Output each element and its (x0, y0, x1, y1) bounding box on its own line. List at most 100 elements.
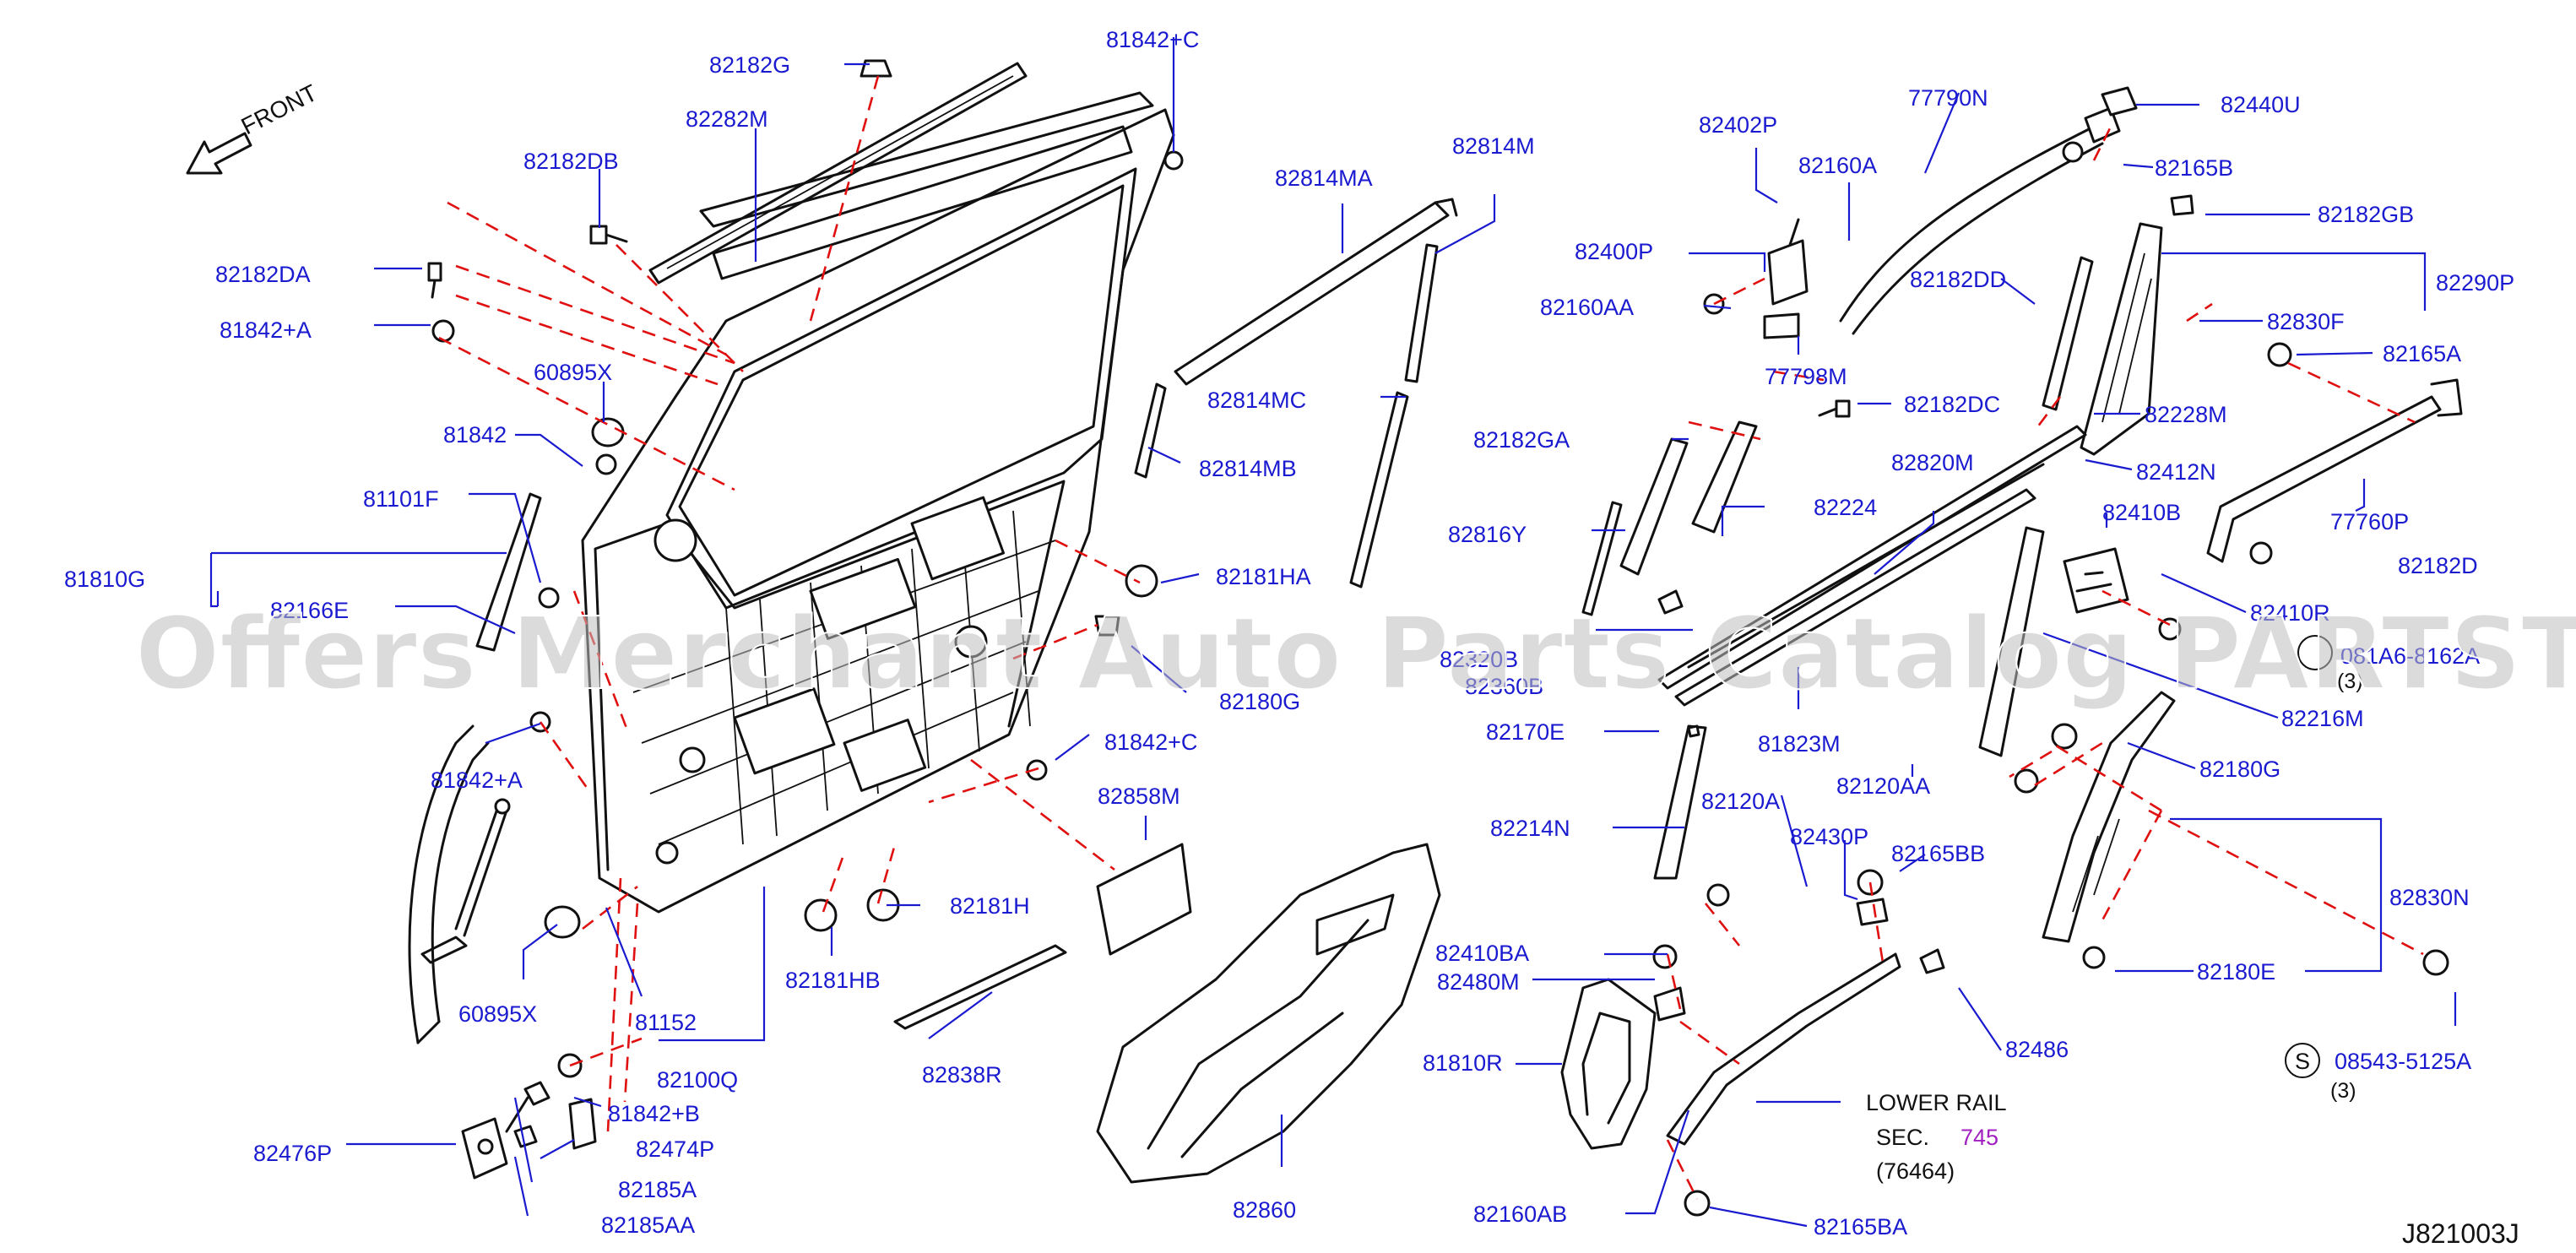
part-label[interactable]: 82182DD (1910, 267, 2006, 292)
part-label[interactable]: 82170E (1486, 719, 1565, 745)
part-label[interactable]: 81810G (64, 567, 145, 592)
small-fasteners-right (1687, 141, 2449, 976)
bolt-qty: (3) (2337, 670, 2363, 693)
part-label[interactable]: 82282M (686, 106, 768, 132)
part-label[interactable]: 81810R (1423, 1050, 1503, 1076)
part-label[interactable]: 77760P (2330, 509, 2409, 534)
part-label[interactable]: 82320B (1440, 647, 1518, 672)
circled-letter: S (2295, 1049, 2310, 1074)
lower-rail-note: LOWER RAIL SEC. 745 (76464) (1866, 1090, 2007, 1184)
part-label[interactable]: 82182D (2398, 553, 2478, 578)
part-label[interactable]: 82400P (1575, 239, 1653, 264)
part-label[interactable]: 82440U (2221, 92, 2301, 117)
part-label[interactable]: 82180G (1219, 689, 1300, 714)
part-label[interactable]: 82182DB (523, 149, 619, 174)
part-label[interactable]: 82860 (1233, 1197, 1296, 1223)
part-label[interactable]: 82814M (1452, 133, 1535, 159)
lower-sash-strip (1653, 526, 2045, 880)
part-label[interactable]: 82290P (2436, 270, 2514, 296)
belt-moulding (1657, 425, 2087, 707)
part-label[interactable]: 82830F (2267, 309, 2345, 334)
part-label[interactable]: 82182DA (215, 262, 311, 287)
rear-door-panel (581, 91, 1175, 914)
part-label[interactable]: 82216M (2281, 706, 2364, 731)
part-label[interactable]: 82165BA (1814, 1214, 1907, 1239)
part-label[interactable]: 82476P (253, 1141, 332, 1166)
part-label[interactable]: 82814MB (1199, 456, 1297, 481)
part-label[interactable]: 82814MC (1207, 388, 1306, 413)
part-label[interactable]: 82814MA (1275, 165, 1373, 191)
part-label[interactable]: 82165B (2155, 155, 2233, 181)
part-label[interactable]: 81842+C (1106, 27, 1199, 52)
part-label[interactable]: 82224 (1814, 495, 1877, 520)
assembly-lines (438, 75, 2424, 1200)
part-label[interactable]: 82838R (922, 1062, 1002, 1088)
part-label[interactable]: 60895X (534, 360, 612, 385)
small-fasteners-left (427, 59, 1184, 1078)
window-channel (1134, 198, 1458, 589)
part-label[interactable]: 82360B (1465, 674, 1543, 699)
part-label[interactable]: 82486 (2005, 1037, 2069, 1062)
part-label[interactable]: 81842+C (1104, 730, 1197, 755)
part-label[interactable]: 82160AB (1473, 1201, 1567, 1227)
part-label[interactable]: 60895X (458, 1001, 537, 1027)
part-label[interactable]: 81842+A (220, 317, 312, 343)
part-label[interactable]: 82402P (1699, 112, 1777, 138)
watermark: Offers Merchant Auto Parts Catalog PARTS… (135, 595, 2576, 712)
part-label[interactable]: 82185AA (601, 1212, 695, 1238)
part-label[interactable]: 82182GA (1473, 427, 1570, 453)
part-label[interactable]: 82165BB (1891, 841, 1985, 866)
part-label[interactable]: 82160A (1798, 153, 1877, 178)
part-label[interactable]: 82180G (2199, 757, 2280, 782)
part-label[interactable]: 82100Q (657, 1067, 738, 1093)
part-label[interactable]: 82410R (2250, 600, 2330, 626)
part-label[interactable]: 82412N (2136, 459, 2216, 485)
part-label[interactable]: 82160AA (1540, 295, 1634, 320)
part-label[interactable]: 82410BA (1435, 941, 1529, 966)
lower-rail-roller (1560, 869, 1945, 1217)
part-label[interactable]: 82180E (2197, 959, 2275, 984)
circled-s-icon (2297, 635, 2333, 670)
part-label[interactable]: 81842+B (608, 1101, 700, 1126)
part-label[interactable]: 82182DC (1904, 392, 2000, 417)
part-label[interactable]: 82410B (2102, 500, 2181, 525)
part-label[interactable]: 82181H (950, 893, 1030, 919)
diagram-code: J821003J (2402, 1218, 2519, 1249)
part-label[interactable]: 82120AA (1836, 773, 1930, 799)
part-label[interactable]: 81823M (1758, 731, 1841, 757)
lower-rail-sec-link[interactable]: 745 (1960, 1125, 1998, 1150)
part-label[interactable]: 82214N (1490, 816, 1570, 841)
std-bolt-callout: S 08543-5125A (3) (2285, 1043, 2471, 1103)
part-label[interactable]: 82474P (636, 1136, 714, 1162)
bolt-number[interactable]: 08543-5125A (2335, 1049, 2471, 1074)
part-label[interactable]: 81152 (635, 1010, 697, 1035)
part-label[interactable]: 82165A (2383, 341, 2461, 366)
part-labels: 82182G 82282M 81842+C 82182DB 82182DA 81… (64, 27, 2514, 1239)
part-label[interactable]: 81842 (443, 422, 507, 448)
part-label[interactable]: 82182GB (2318, 202, 2414, 227)
part-label[interactable]: 82185A (618, 1177, 697, 1202)
part-label[interactable]: 82181HA (1216, 564, 1311, 589)
circled-s-icon (2285, 1043, 2320, 1078)
front-label: FRONT (237, 79, 322, 139)
part-label[interactable]: 82830N (2389, 885, 2470, 910)
part-label[interactable]: 82182G (709, 52, 790, 78)
part-label[interactable]: 82858M (1098, 784, 1180, 809)
part-label[interactable]: 82120A (1701, 789, 1780, 814)
part-label[interactable]: 81842+A (431, 768, 523, 793)
part-label[interactable]: 81101F (363, 486, 439, 512)
part-label[interactable]: 77790N (1908, 85, 1988, 111)
part-label[interactable]: 77798M (1765, 364, 1847, 389)
part-label[interactable]: 82816Y (1448, 522, 1527, 547)
part-label[interactable]: 82166E (270, 598, 349, 623)
part-label[interactable]: 82820M (1891, 450, 1974, 475)
rear-upper-rail (2206, 378, 2463, 563)
inner-trim-panel (893, 843, 1441, 1184)
part-label[interactable]: 82228M (2145, 402, 2227, 427)
part-label[interactable]: 82181HB (785, 968, 881, 993)
bolt-number[interactable]: 081A6-8162A (2340, 643, 2480, 669)
part-label[interactable]: 82480M (1437, 969, 1520, 995)
lower-rail-part-ref: (76464) (1876, 1158, 1955, 1184)
part-label[interactable]: 82430P (1790, 824, 1868, 849)
